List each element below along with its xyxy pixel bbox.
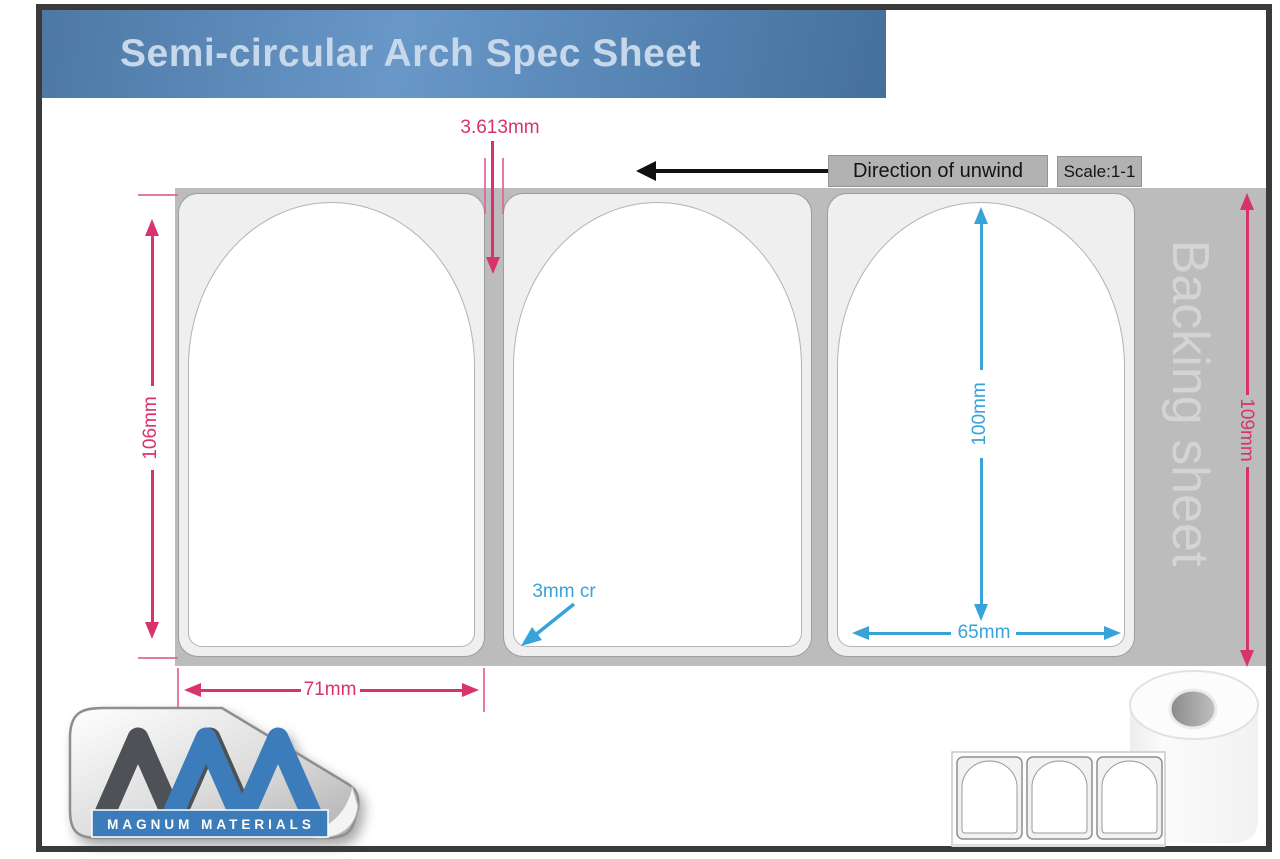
direction-of-unwind-box: Direction of unwind [828,155,1048,187]
height106-line-upper [150,235,154,386]
unwind-arrow-left-icon [636,161,656,181]
gap-arrow-down-icon [485,257,500,274]
height106-arrow-down-icon [145,622,159,639]
roll-mini-label-3 [1096,756,1163,840]
scale-box: Scale:1-1 [1057,156,1142,187]
logo-company-name: MAGNUM MATERIALS [107,817,315,832]
label-die-cut-1 [178,193,485,657]
title-banner: Semi-circular Arch Spec Sheet [42,10,886,98]
gap-extension-line-right [502,158,504,214]
gap-extension-line-left [484,158,486,214]
height109-line-lower [1245,467,1249,650]
height109-arrow-up-icon [1240,193,1254,210]
roll-mini-label-2 [1026,756,1093,840]
width71-label: 71mm [303,679,357,700]
width65-arrow-left-icon [852,626,869,640]
height109-label: 109mm [1236,398,1257,462]
corner-radius-label: 3mm cr [532,581,596,602]
width71-extension-left [177,668,179,712]
height106-arrow-up-icon [145,219,159,236]
height109-line-upper [1245,209,1249,395]
roll-core-icon [1168,688,1218,730]
roll-mini-label-1 [956,756,1023,840]
page-title: Semi-circular Arch Spec Sheet [120,32,701,75]
corner-radius-arrow-icon [521,602,576,646]
height106-tick-top [138,194,178,196]
height109-arrow-down-icon [1240,650,1254,667]
height106-line-lower [150,470,154,622]
width71-arrow-right-icon [462,683,479,697]
unwind-arrow-line [655,169,828,173]
width71-arrow-left-icon [184,683,201,697]
height106-label: 106mm [140,396,161,460]
height100-line-lower [979,458,983,605]
height100-label: 100mm [969,382,990,446]
width65-line-right [1016,631,1104,635]
label-die-cut-2 [503,193,812,657]
height100-arrow-down-icon [974,604,988,621]
backing-sheet-label: Backing sheet [1161,239,1219,567]
height100-arrow-up-icon [974,207,988,224]
gap-dimension-line [491,141,494,257]
width71-extension-right [483,668,485,712]
logo-sticker-icon [68,706,360,840]
label-roll-illustration [951,670,1259,847]
arch-label-shape-2 [513,202,802,647]
width71-line-right [360,688,462,692]
width65-label: 65mm [957,622,1011,643]
height100-line-upper [979,223,983,370]
company-logo: MAGNUM MATERIALS [52,698,382,848]
width65-arrow-right-icon [1104,626,1121,640]
arch-label-shape-1 [188,202,475,647]
gap-dimension-label: 3.613mm [460,117,540,138]
width65-line-left [868,631,951,635]
width71-line-left [200,688,301,692]
height106-tick-bottom [138,657,178,659]
